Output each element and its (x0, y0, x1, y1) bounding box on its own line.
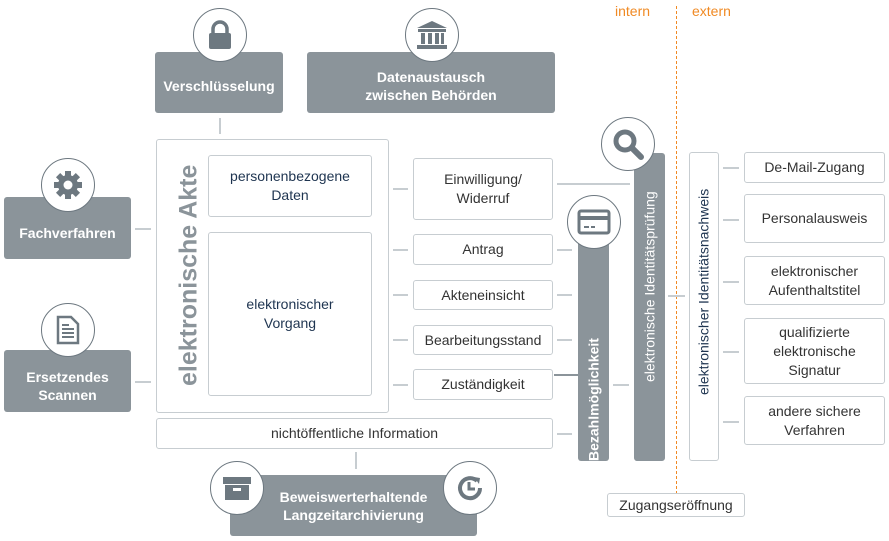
long-term-archiving-box: Beweiswerterhaltende Langzeitarchivierun… (230, 475, 477, 536)
lock-icon (193, 8, 247, 62)
document-icon (41, 303, 95, 357)
history-clock-icon (443, 461, 497, 515)
connector (613, 384, 629, 386)
electronic-identity-check-bar: elektronische Identitätsprüfung (634, 153, 665, 461)
nonpublic-information-box: nichtöffentliche Information (156, 418, 553, 449)
connector (135, 228, 151, 230)
item-consent: Einwilligung/ Widerruf (413, 158, 553, 220)
item-file-inspection: Akteneinsicht (413, 280, 553, 310)
electronic-identity-proof-box: elektronischer Identitätsnachweis (689, 152, 719, 461)
item-processing-status: Bearbeitungsstand (413, 325, 553, 355)
data-exchange-box: Datenaustausch zwischen Behörden (307, 52, 555, 113)
connector (393, 188, 408, 190)
connector (393, 339, 408, 341)
method-residence-permit: elektronischer Aufenthaltstitel (744, 256, 885, 305)
connector (554, 374, 578, 376)
archive-box-icon (210, 461, 264, 515)
connector (723, 219, 739, 221)
item-application: Antrag (413, 234, 553, 265)
zone-extern-label: extern (692, 3, 731, 19)
connector (355, 452, 357, 469)
connector (557, 183, 630, 185)
payment-option-bar: Bezahlmöglichkeit (578, 230, 609, 461)
connector (723, 351, 739, 353)
encryption-box: Verschlüsselung (155, 52, 283, 113)
connector (393, 384, 408, 386)
connector (557, 433, 572, 435)
method-qualified-signature: qualifizierte elektronische Signatur (744, 318, 885, 384)
access-opening-box: Zugangseröffnung (607, 493, 745, 517)
connector (557, 294, 572, 296)
replacement-scanning-box: Ersetzendes Scannen (4, 350, 131, 412)
personal-data-box: personenbezogene Daten (208, 155, 372, 217)
electronic-file-title: elektronische Akte (174, 164, 203, 386)
connector (557, 339, 572, 341)
electronic-process-box: elektronischer Vorgang (208, 232, 372, 396)
bank-icon (405, 8, 459, 62)
connector (723, 421, 739, 423)
intern-extern-divider (676, 6, 677, 494)
credit-card-icon (567, 195, 621, 249)
connector (219, 118, 221, 134)
method-de-mail: De-Mail-Zugang (744, 152, 885, 183)
method-other-secure: andere sichere Verfahren (744, 396, 885, 445)
zone-intern-label: intern (615, 3, 651, 19)
connector (723, 281, 739, 283)
connector (557, 249, 572, 251)
gear-icon (41, 158, 95, 212)
connector (723, 167, 739, 169)
connector (393, 249, 408, 251)
connector (135, 381, 151, 383)
connector (393, 294, 408, 296)
magnifier-icon (601, 117, 655, 171)
method-id-card: Personalausweis (744, 194, 885, 243)
item-responsibility: Zuständigkeit (413, 369, 553, 400)
connector (668, 295, 685, 297)
